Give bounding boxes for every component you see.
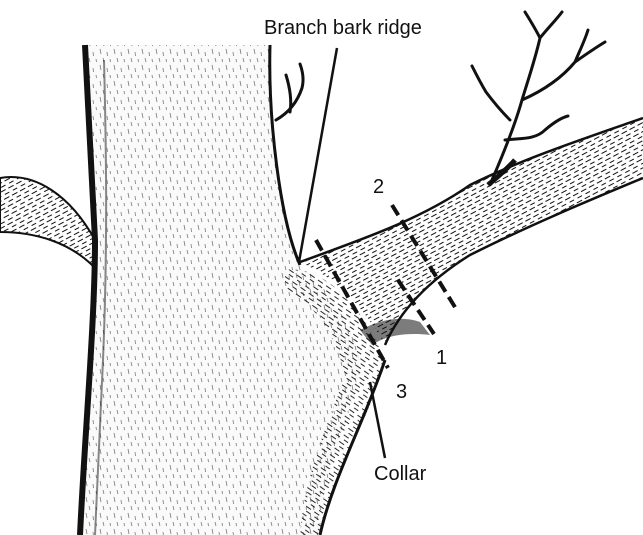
- branch-bark-ridge-label: Branch bark ridge: [264, 17, 422, 39]
- twig-trunk: [276, 64, 303, 120]
- collar-leader: [370, 382, 385, 458]
- cut-3-label: 3: [396, 381, 407, 403]
- branch-bark-ridge-leader: [299, 48, 337, 262]
- collar-label: Collar: [374, 463, 426, 485]
- cut-1-label: 1: [436, 347, 447, 369]
- left-side-branch: [0, 177, 95, 268]
- cut-2-label: 2: [373, 176, 384, 198]
